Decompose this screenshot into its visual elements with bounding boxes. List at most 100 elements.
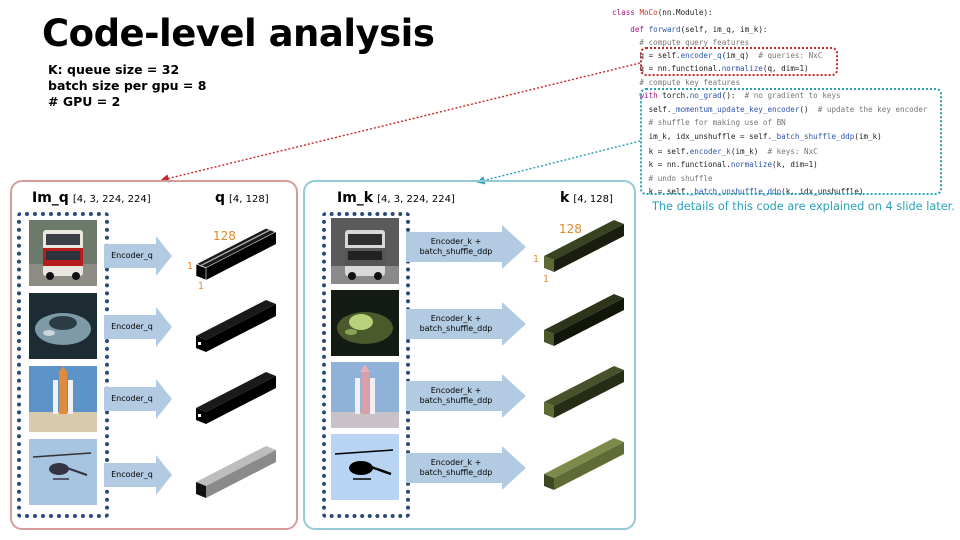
slide-title: Code-level analysis <box>42 12 435 55</box>
code-token: (q, dim=1) <box>762 64 809 73</box>
code-token: (im_k) <box>730 147 768 156</box>
encoder-k-arrow: Encoder_k + batch_shuffle_ddp <box>406 302 526 346</box>
encoder-q-arrow: Encoder_q <box>104 307 172 347</box>
code-token: k = nn.functional. <box>612 160 731 169</box>
code-line: class MoCo(nn.Module): <box>612 7 713 19</box>
encoder-q-label: Encoder_q <box>111 322 153 331</box>
code-line: im_k, idx_unshuffle = self._batch_shuffl… <box>612 131 882 143</box>
code-token: k = self. <box>612 147 690 156</box>
code-token: # keys: NxC <box>767 147 818 156</box>
encoder-k-label: Encoder_k + batch_shuffle_ddp <box>419 237 493 256</box>
query-output-shape: [4, 128] <box>229 194 269 205</box>
encoder-k-arrow: Encoder_k + batch_shuffle_ddp <box>406 225 526 269</box>
key-code-highlight <box>640 88 942 195</box>
code-line: k = nn.functional.normalize(k, dim=1) <box>612 159 818 171</box>
key-input-shape: [4, 3, 224, 224] <box>377 194 455 205</box>
car-image-dark <box>331 290 399 356</box>
code-token: (im_k) <box>854 132 882 141</box>
key-input-header: Im_k[4, 3, 224, 224] <box>337 190 455 206</box>
code-line: k = self._batch_unshuffle_ddp(k, idx_uns… <box>612 186 864 198</box>
query-panel <box>10 180 298 530</box>
code-token: torch. <box>662 91 690 100</box>
code-token: encoder_k <box>689 147 731 156</box>
encoder-k-label: Encoder_k + batch_shuffle_ddp <box>419 314 493 333</box>
key-dim-one-a: 1 <box>533 254 540 265</box>
key-panel <box>303 180 636 530</box>
encoder-q-arrow: Encoder_q <box>104 455 172 495</box>
code-token: (k, idx_unshuffle) <box>781 187 864 196</box>
encoder-k-label: Encoder_k + batch_shuffle_ddp <box>419 458 493 477</box>
code-token: # queries: NxC <box>758 51 823 60</box>
param-queue-size: K: queue size = 32 <box>48 62 180 77</box>
encoder-k-label: Encoder_k + batch_shuffle_ddp <box>419 386 493 405</box>
helicopter-image-silhouette <box>331 434 399 500</box>
code-token: encoder_q <box>680 51 722 60</box>
query-connector-arrow <box>160 62 641 183</box>
code-token: # shuffle for making use of BN <box>612 118 786 127</box>
encoder-q-label: Encoder_q <box>111 470 153 479</box>
query-output-header: q[4, 128] <box>215 190 269 206</box>
code-token: normalize <box>730 160 773 169</box>
code-token: (k, dim=1) <box>772 160 818 169</box>
code-token: # no gradient to keys <box>744 91 841 100</box>
code-token: with <box>612 91 663 100</box>
encoder-k-arrow: Encoder_k + batch_shuffle_ddp <box>406 374 526 418</box>
code-token: forward <box>648 25 681 34</box>
code-token: no_grad <box>689 91 722 100</box>
code-token: (nn.Module): <box>657 8 713 17</box>
query-input-shape: [4, 3, 224, 224] <box>72 194 151 205</box>
code-line: with torch.no_grad(): # no gradient to k… <box>612 90 841 102</box>
code-line: self._momentum_update_key_encoder() # up… <box>612 104 928 116</box>
code-token: _batch_shuffle_ddp <box>772 132 855 141</box>
code-token: (): <box>721 91 745 100</box>
code-token: (im_q) <box>721 51 759 60</box>
code-token: im_k, idx_unshuffle = self. <box>612 132 773 141</box>
query-input-label: Im_q <box>32 190 69 206</box>
code-token: _batch_unshuffle_ddp <box>689 187 782 196</box>
query-dim-one-a: 1 <box>187 261 194 272</box>
encoder-q-label: Encoder_q <box>111 251 153 260</box>
key-input-label: Im_k <box>337 190 374 206</box>
code-note: The details of this code are explained o… <box>652 200 955 213</box>
encoder-q-arrow: Encoder_q <box>104 236 172 276</box>
query-batch-outline <box>17 212 109 518</box>
query-dim-one-b: 1 <box>198 281 205 292</box>
code-token: MoCo <box>639 8 658 17</box>
query-output-label: q <box>215 190 226 206</box>
code-line: def forward(self, im_q, im_k): <box>612 24 767 36</box>
code-line: # shuffle for making use of BN <box>612 117 786 129</box>
key-output-shape: [4, 128] <box>573 194 613 205</box>
shuttle-image-tinted <box>331 362 399 428</box>
query-code-highlight <box>640 47 838 76</box>
code-token: normalize <box>721 64 763 73</box>
key-dim-length: 128 <box>559 222 582 236</box>
param-gpu-count: # GPU = 2 <box>48 94 121 109</box>
query-input-header: Im_q[4, 3, 224, 224] <box>32 190 151 206</box>
bus-image <box>29 220 97 286</box>
key-dim-one-b: 1 <box>543 274 550 285</box>
code-token: # undo shuffle <box>612 174 713 183</box>
encoder-q-label: Encoder_q <box>111 394 153 403</box>
code-line: # undo shuffle <box>612 173 713 185</box>
code-token: (self, im_q, im_k): <box>680 25 768 34</box>
code-token: # compute query features <box>612 38 750 47</box>
code-token: # compute key features <box>612 78 741 87</box>
key-batch-outline <box>322 212 410 518</box>
code-line: # compute key features <box>612 77 740 89</box>
bus-image-gray <box>331 218 399 284</box>
code-token: k = self. <box>612 187 690 196</box>
param-batch-size: batch size per gpu = 8 <box>48 78 207 93</box>
code-token: () <box>799 105 818 114</box>
query-dim-length: 128 <box>213 229 236 243</box>
code-line: # compute query features <box>612 37 749 49</box>
code-token: self. <box>612 105 672 114</box>
code-token: # update the key encoder <box>817 105 928 114</box>
code-token: _momentum_update_key_encoder <box>671 105 800 114</box>
parameter-list: K: queue size = 32 batch size per gpu = … <box>48 62 206 110</box>
code-token: def <box>612 25 649 34</box>
helicopter-image <box>29 439 97 505</box>
code-line: k = self.encoder_k(im_k) # keys: NxC <box>612 146 818 158</box>
encoder-k-arrow: Encoder_k + batch_shuffle_ddp <box>406 446 526 490</box>
key-output-header: k[4, 128] <box>560 190 613 206</box>
key-output-label: k <box>560 190 570 206</box>
